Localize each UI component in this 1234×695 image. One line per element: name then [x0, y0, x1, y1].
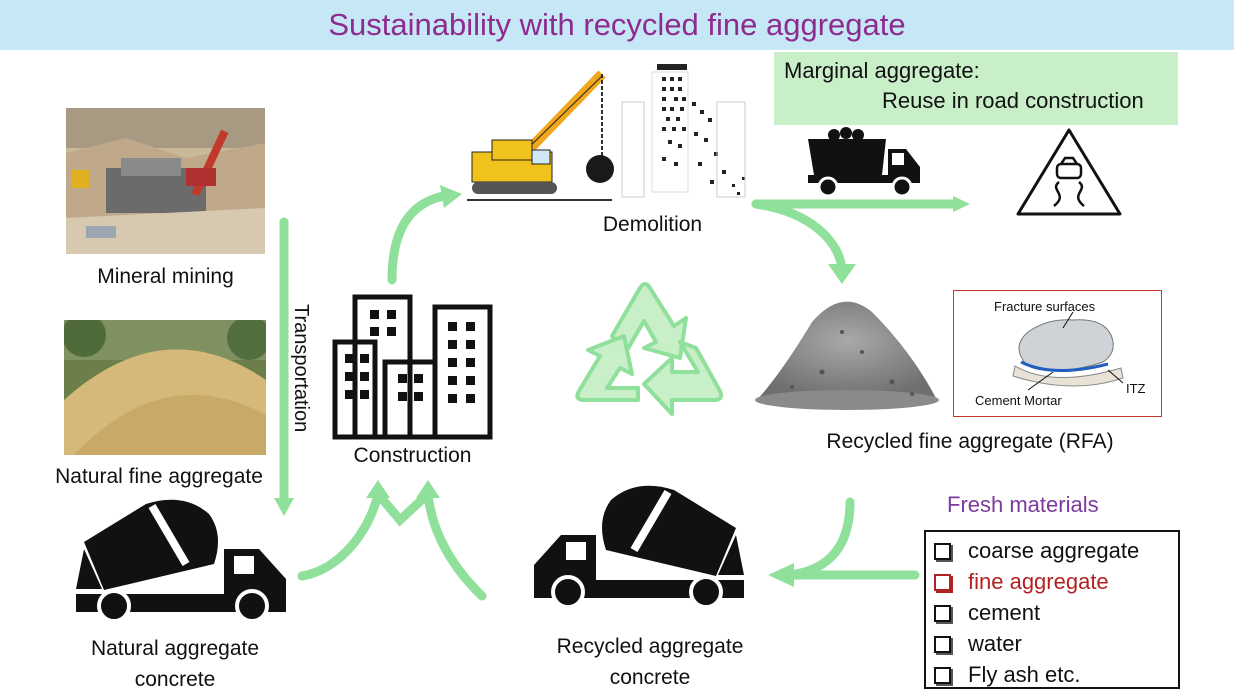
dump-truck-icon [808, 127, 920, 197]
natural-concrete-mixer-truck-icon [76, 499, 286, 623]
checkbox-icon [934, 542, 951, 560]
page-title: Sustainability with recycled fine aggreg… [328, 7, 906, 42]
itz-label: ITZ [1126, 381, 1146, 396]
recycled-concrete-to-construction-arrow [423, 489, 487, 601]
recycle-icon [575, 282, 724, 416]
slippery-road-sign-icon [1016, 128, 1122, 216]
mineral-mining-photo [66, 108, 265, 254]
demolition-to-rfa-arrow [751, 199, 847, 273]
demolition-label: Demolition [602, 213, 703, 236]
rfa-powder-pile [755, 301, 939, 410]
itz-aggregate-diagram [1012, 311, 1124, 391]
construction-buildings-icon [332, 294, 493, 440]
list-item: water [934, 631, 1022, 657]
natural-concrete-label-line2: concrete [134, 668, 216, 691]
marginal-aggregate-box [774, 52, 1178, 125]
cement-mortar-label: Cement Mortar [975, 393, 1062, 408]
fresh-materials-title: Fresh materials [947, 492, 1099, 517]
natural-concrete-label-line1: Natural aggregate [90, 637, 260, 660]
natural-concrete-to-construction-arrow [297, 489, 383, 581]
transportation-label: Transportation [290, 304, 312, 433]
marginal-aggregate-title: Marginal aggregate: [784, 58, 980, 83]
construction-to-demolition-arrow [387, 190, 455, 285]
list-item: Fly ash etc. [934, 662, 1080, 688]
title-bar [0, 0, 1234, 50]
marginal-aggregate-text: Reuse in road construction [882, 88, 1144, 113]
checkbox-icon [934, 666, 951, 684]
sand-pile-photo [64, 320, 266, 455]
demolition-crane-icon [467, 64, 746, 201]
fracture-surfaces-label: Fracture surfaces [994, 299, 1096, 314]
rfa-to-recycled-concrete-arrow [785, 497, 855, 580]
recycled-concrete-label-line1: Recycled aggregate [556, 635, 744, 658]
list-item: coarse aggregate [934, 538, 1139, 564]
construction-label: Construction [353, 444, 472, 467]
list-item: cement [934, 600, 1040, 626]
checkbox-icon [934, 604, 951, 622]
checkbox-icon [934, 635, 951, 653]
checkbox-icon [934, 573, 951, 591]
fresh-materials-list: coarse aggregate fine aggregate cement w… [924, 530, 1180, 689]
mineral-mining-label: Mineral mining [97, 265, 234, 288]
list-item: fine aggregate [934, 569, 1109, 595]
natural-fine-aggregate-label: Natural fine aggregate [55, 465, 263, 488]
recycled-concrete-label-line2: concrete [609, 666, 691, 689]
recycled-concrete-mixer-truck-icon [534, 485, 744, 609]
rfa-label: Recycled fine aggregate (RFA) [826, 430, 1114, 453]
